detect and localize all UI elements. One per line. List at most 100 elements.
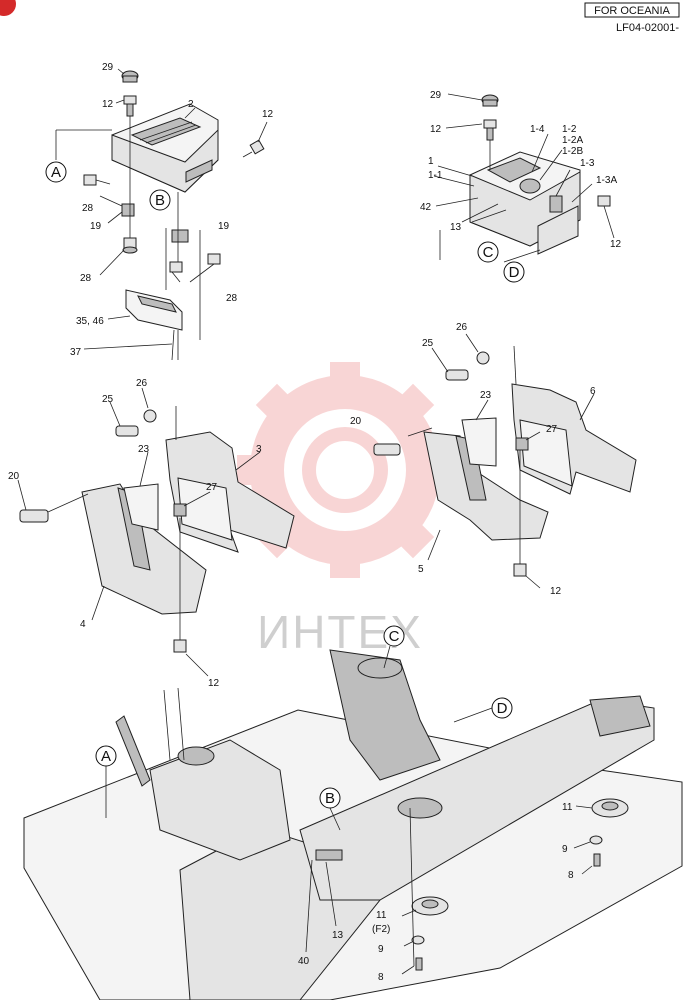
label-20-a: 20 bbox=[350, 416, 362, 427]
bolt-25-right-icon bbox=[445, 369, 469, 381]
bolt-12-side-icon bbox=[242, 139, 265, 158]
mid-left-leader-lines bbox=[17, 387, 261, 677]
label-12-d: 12 bbox=[610, 239, 622, 250]
label-1-3a: 1-3A bbox=[596, 175, 617, 186]
plate-23-left-icon bbox=[123, 483, 159, 531]
sheet-code: LF04-02001- bbox=[616, 22, 679, 34]
item-1-panel-drawing bbox=[469, 151, 581, 255]
label-12-c: 12 bbox=[430, 124, 442, 135]
label-11-b: 11 bbox=[376, 910, 387, 921]
svg-text:B: B bbox=[155, 192, 165, 209]
region-box-frame bbox=[584, 2, 680, 18]
item-2-cover-drawing bbox=[111, 103, 219, 193]
floor-leader-lines bbox=[105, 645, 593, 975]
callout-d-top: D bbox=[503, 261, 525, 283]
label-12-b: 12 bbox=[262, 109, 274, 120]
label-4: 4 bbox=[80, 619, 86, 630]
bolt-12-top-right-icon bbox=[483, 119, 497, 141]
label-20-b: 20 bbox=[8, 471, 20, 482]
label-9-b: 9 bbox=[378, 944, 384, 955]
bolt-12-top-left-icon bbox=[123, 95, 137, 117]
svg-text:C: C bbox=[389, 628, 400, 645]
speaker-11-bottom-icon bbox=[411, 896, 449, 916]
svg-text:A: A bbox=[51, 164, 61, 181]
label-25-a: 25 bbox=[422, 338, 434, 349]
label-8-b: 8 bbox=[378, 972, 384, 983]
bracket-19-a-icon bbox=[121, 203, 135, 217]
bolt-12-mid-right-icon bbox=[513, 563, 527, 577]
bolt-29-top-left-icon bbox=[121, 70, 139, 83]
bolt-29-top-right-icon bbox=[481, 94, 499, 107]
callout-c-floor: C bbox=[383, 625, 405, 647]
label-42: 42 bbox=[420, 202, 432, 213]
label-12-a: 12 bbox=[102, 99, 114, 110]
callout-a-floor: A bbox=[95, 745, 117, 767]
item-3-side-cover-drawing bbox=[165, 431, 295, 553]
label-27-a: 27 bbox=[546, 424, 558, 435]
floor-frame-drawing bbox=[23, 649, 683, 1000]
label-26-b: 26 bbox=[136, 378, 148, 389]
svg-text:B: B bbox=[325, 790, 335, 807]
label-6: 6 bbox=[590, 386, 596, 397]
bolt-20-left-icon bbox=[19, 509, 49, 523]
label-1-2a: 1-2A bbox=[562, 135, 583, 146]
label-1-4: 1-4 bbox=[530, 124, 545, 135]
label-8-a: 8 bbox=[568, 870, 574, 881]
bracket-19-b-icon bbox=[171, 229, 189, 243]
label-27-b: 27 bbox=[206, 482, 218, 493]
label-12-f: 12 bbox=[208, 678, 220, 689]
callout-a-top: A bbox=[45, 161, 67, 183]
label-1: 1 bbox=[428, 156, 434, 167]
label-25-b: 25 bbox=[102, 394, 114, 405]
plate-23-right-icon bbox=[461, 417, 497, 467]
svg-text:A: A bbox=[101, 748, 111, 765]
label-40: 40 bbox=[298, 956, 310, 967]
label-23-a: 23 bbox=[480, 390, 492, 401]
label-23-b: 23 bbox=[138, 444, 150, 455]
bolt-28-c-icon bbox=[169, 253, 221, 273]
label-5: 5 bbox=[418, 564, 424, 575]
label-1-2: 1-2 bbox=[562, 124, 577, 135]
bolt-28-b-icon bbox=[122, 237, 138, 254]
washer-26-right-icon bbox=[476, 351, 490, 365]
item-6-side-cover-drawing bbox=[511, 383, 637, 495]
top-right-leader-lines bbox=[433, 93, 615, 263]
callout-b-floor: B bbox=[319, 787, 341, 809]
svg-text:D: D bbox=[509, 264, 520, 281]
washer-9-bottom-icon bbox=[411, 935, 425, 945]
bolt-28-a-icon bbox=[83, 174, 111, 186]
washer-9-right-icon bbox=[589, 835, 603, 845]
screw-8-right-icon bbox=[593, 853, 601, 867]
region-box-text: FOR OCEANIA bbox=[594, 5, 670, 17]
part-labels: 29 12 2 12 28 19 28 19 28 35, 46 37 29 1… bbox=[8, 62, 622, 983]
bolt-20-right-icon bbox=[373, 443, 401, 456]
label-37: 37 bbox=[70, 347, 82, 358]
label-19-a: 19 bbox=[90, 221, 102, 232]
label-2: 2 bbox=[188, 99, 194, 110]
bolt-12-right-icon bbox=[597, 195, 611, 207]
corner-badge-icon bbox=[0, 0, 16, 16]
label-9-a: 9 bbox=[562, 844, 568, 855]
washer-26-left-icon bbox=[143, 409, 157, 423]
callout-b-top: B bbox=[149, 189, 171, 211]
label-f2: (F2) bbox=[372, 924, 390, 935]
item-35-46-module-drawing bbox=[125, 289, 183, 361]
svg-text:D: D bbox=[497, 700, 508, 717]
svg-text:C: C bbox=[483, 244, 494, 261]
nut-27-left-icon bbox=[173, 503, 187, 517]
label-29-b: 29 bbox=[430, 90, 442, 101]
label-1-1: 1-1 bbox=[428, 170, 443, 181]
label-35-46: 35, 46 bbox=[76, 316, 104, 327]
bolt-12-mid-left-icon bbox=[173, 639, 187, 653]
label-13-a: 13 bbox=[450, 222, 462, 233]
label-12-e: 12 bbox=[550, 586, 562, 597]
label-28-c: 28 bbox=[226, 293, 238, 304]
label-13-b: 13 bbox=[332, 930, 344, 941]
watermark-gear-icon bbox=[237, 362, 453, 578]
label-29-a: 29 bbox=[102, 62, 114, 73]
top-left-leader-lines bbox=[55, 68, 268, 350]
label-1-2b: 1-2B bbox=[562, 146, 583, 157]
label-28-a: 28 bbox=[82, 203, 94, 214]
label-28-b: 28 bbox=[80, 273, 92, 284]
